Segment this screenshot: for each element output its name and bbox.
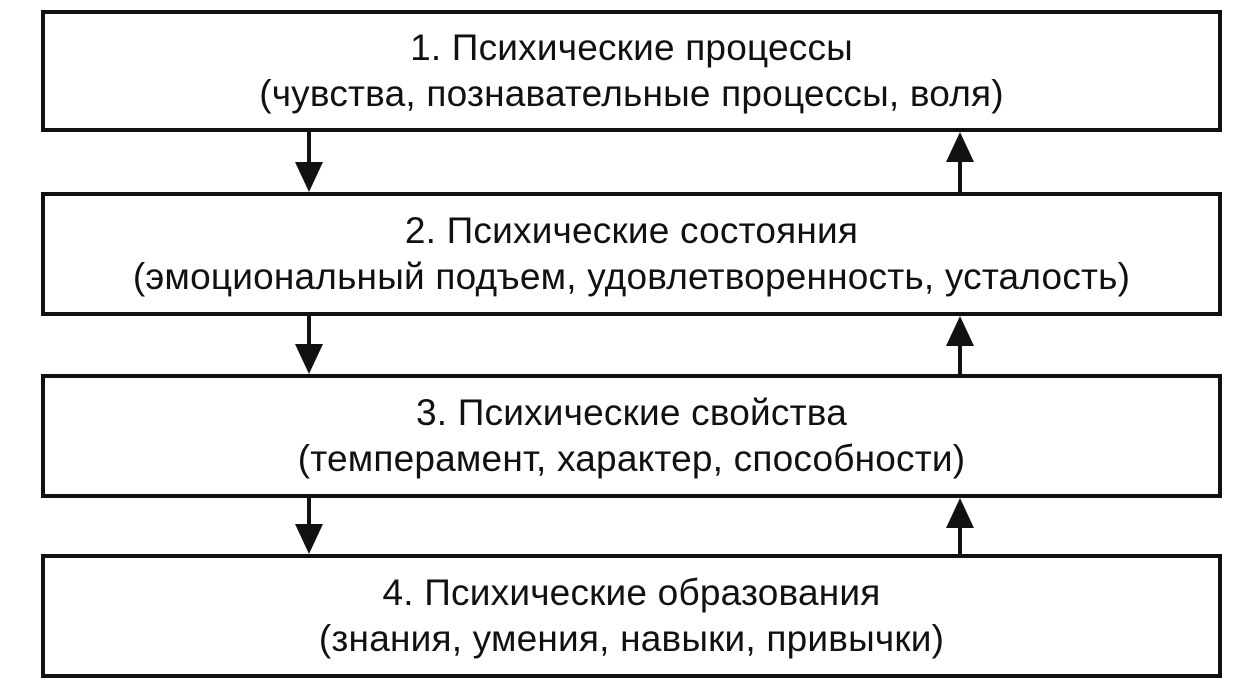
arrow-down-level-2-to-level-3 (295, 316, 323, 374)
level-1-title: 1. Психические процессы (410, 26, 853, 68)
level-3-box: 3. Психические свойства (темперамент, ха… (41, 374, 1222, 498)
level-4-box: 4. Психические образования (знания, умен… (41, 554, 1222, 678)
arrow-down-level-3-to-level-4 (295, 498, 323, 554)
arrow-up-level-4-to-level-3 (946, 498, 974, 554)
arrow-up-level-3-to-level-2 (946, 316, 974, 374)
level-1-box: 1. Психические процессы (чувства, познав… (41, 10, 1222, 132)
level-3-title: 3. Психические свойства (416, 391, 847, 433)
arrow-up-level-2-to-level-1 (946, 132, 974, 192)
level-1-subtitle: (чувства, познавательные процессы, воля) (259, 73, 1004, 114)
level-2-box: 2. Психические состояния (эмоциональный … (41, 192, 1222, 316)
arrow-head (295, 524, 323, 554)
arrow-head (295, 162, 323, 192)
level-4-subtitle: (знания, умения, навыки, привычки) (318, 618, 945, 659)
arrow-head (946, 316, 974, 346)
arrow-head (946, 132, 974, 162)
level-2-subtitle: (эмоциональный подъем, удовлетворенность… (132, 256, 1131, 297)
level-3-subtitle: (темперамент, характер, способности) (297, 438, 966, 479)
arrow-head (946, 498, 974, 528)
arrow-head (295, 344, 323, 374)
level-2-title: 2. Психические состояния (404, 209, 859, 251)
arrow-down-level-1-to-level-2 (295, 132, 323, 192)
level-4-title: 4. Психические образования (382, 571, 881, 613)
